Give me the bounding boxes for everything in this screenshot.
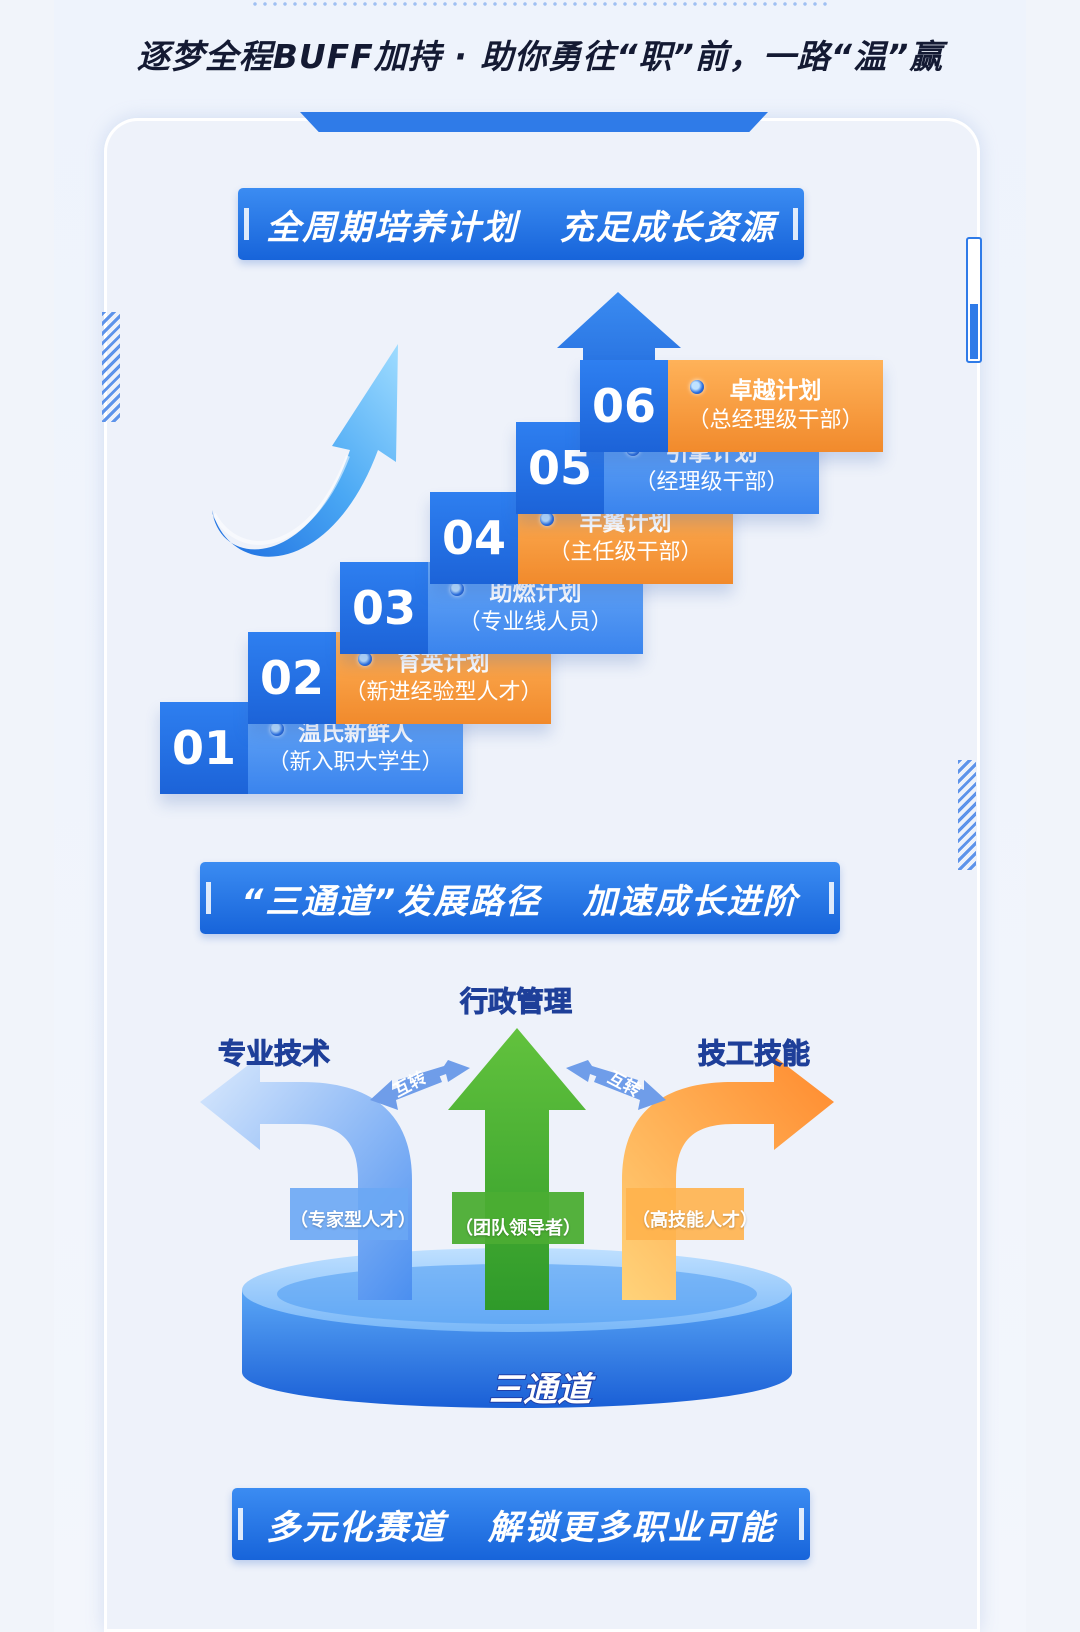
side-scroll-decoration <box>966 237 982 363</box>
section1-title: 全周期培养计划 充足成长资源 <box>266 207 776 248</box>
step-body: 卓越计划 （总经理级干部） <box>668 360 883 452</box>
route-skill-label: 技工技能 <box>697 1037 811 1071</box>
step-name: 温氏新鲜人 <box>298 720 413 746</box>
step-number: 04 <box>430 492 518 584</box>
step-target: （总经理级干部） <box>687 408 864 433</box>
swap-arrow-left-icon <box>370 1060 470 1110</box>
step-name: 助燃计划 <box>489 580 582 606</box>
swap-arrow-right-icon <box>566 1060 666 1110</box>
step-target: （主任级干部） <box>548 540 703 565</box>
step-name: 育英计划 <box>397 650 490 676</box>
bullet-dot-icon <box>690 380 704 394</box>
step-number: 01 <box>160 702 248 794</box>
top-dot-pattern <box>250 0 830 8</box>
route-admin-sub: （团队领导者） <box>455 1218 581 1239</box>
route-technical-label: 专业技术 <box>217 1037 331 1071</box>
curved-growth-arrow-icon <box>212 344 398 557</box>
card-top-tab <box>300 112 768 132</box>
route-skill-sub: （高技能人才） <box>632 1210 758 1231</box>
right-stripe-decoration <box>958 760 976 870</box>
bullet-dot-icon <box>358 652 372 666</box>
slogan: 逐梦全程BUFF加持 · 助你勇往“职”前，一路“温”赢 <box>136 37 944 76</box>
step-target: （专业线人员） <box>458 610 613 635</box>
step-target: （新进经验型人才） <box>344 680 543 705</box>
step-name: 卓越计划 <box>729 378 822 404</box>
step-number: 02 <box>248 632 336 724</box>
step-target: （经理级干部） <box>634 470 789 495</box>
bullet-dot-icon <box>450 582 464 596</box>
section3-title: 多元化赛道 解锁更多职业可能 <box>266 1507 776 1548</box>
section2-title: “三通道”发展路径 加速成长进阶 <box>241 881 799 922</box>
route-technical-sub: （专家型人才） <box>290 1210 416 1231</box>
section1-banner: 全周期培养计划 充足成长资源 <box>238 188 804 260</box>
step-06: 06 卓越计划 （总经理级干部） <box>580 360 883 452</box>
left-stripe-decoration <box>102 312 120 422</box>
route-admin-label: 行政管理 <box>459 985 573 1019</box>
three-channel-base-label: 三通道 <box>488 1369 592 1411</box>
step-number: 03 <box>340 562 428 654</box>
bullet-dot-icon <box>270 722 284 736</box>
bullet-dot-icon <box>540 512 554 526</box>
step-target: （新入职大学生） <box>267 750 444 775</box>
step-name: 丰翼计划 <box>579 510 672 536</box>
section3-banner: 多元化赛道 解锁更多职业可能 <box>232 1488 810 1560</box>
step-number: 06 <box>580 360 668 452</box>
section2-banner: “三通道”发展路径 加速成长进阶 <box>200 862 840 934</box>
three-channel-diagram <box>200 1028 834 1408</box>
